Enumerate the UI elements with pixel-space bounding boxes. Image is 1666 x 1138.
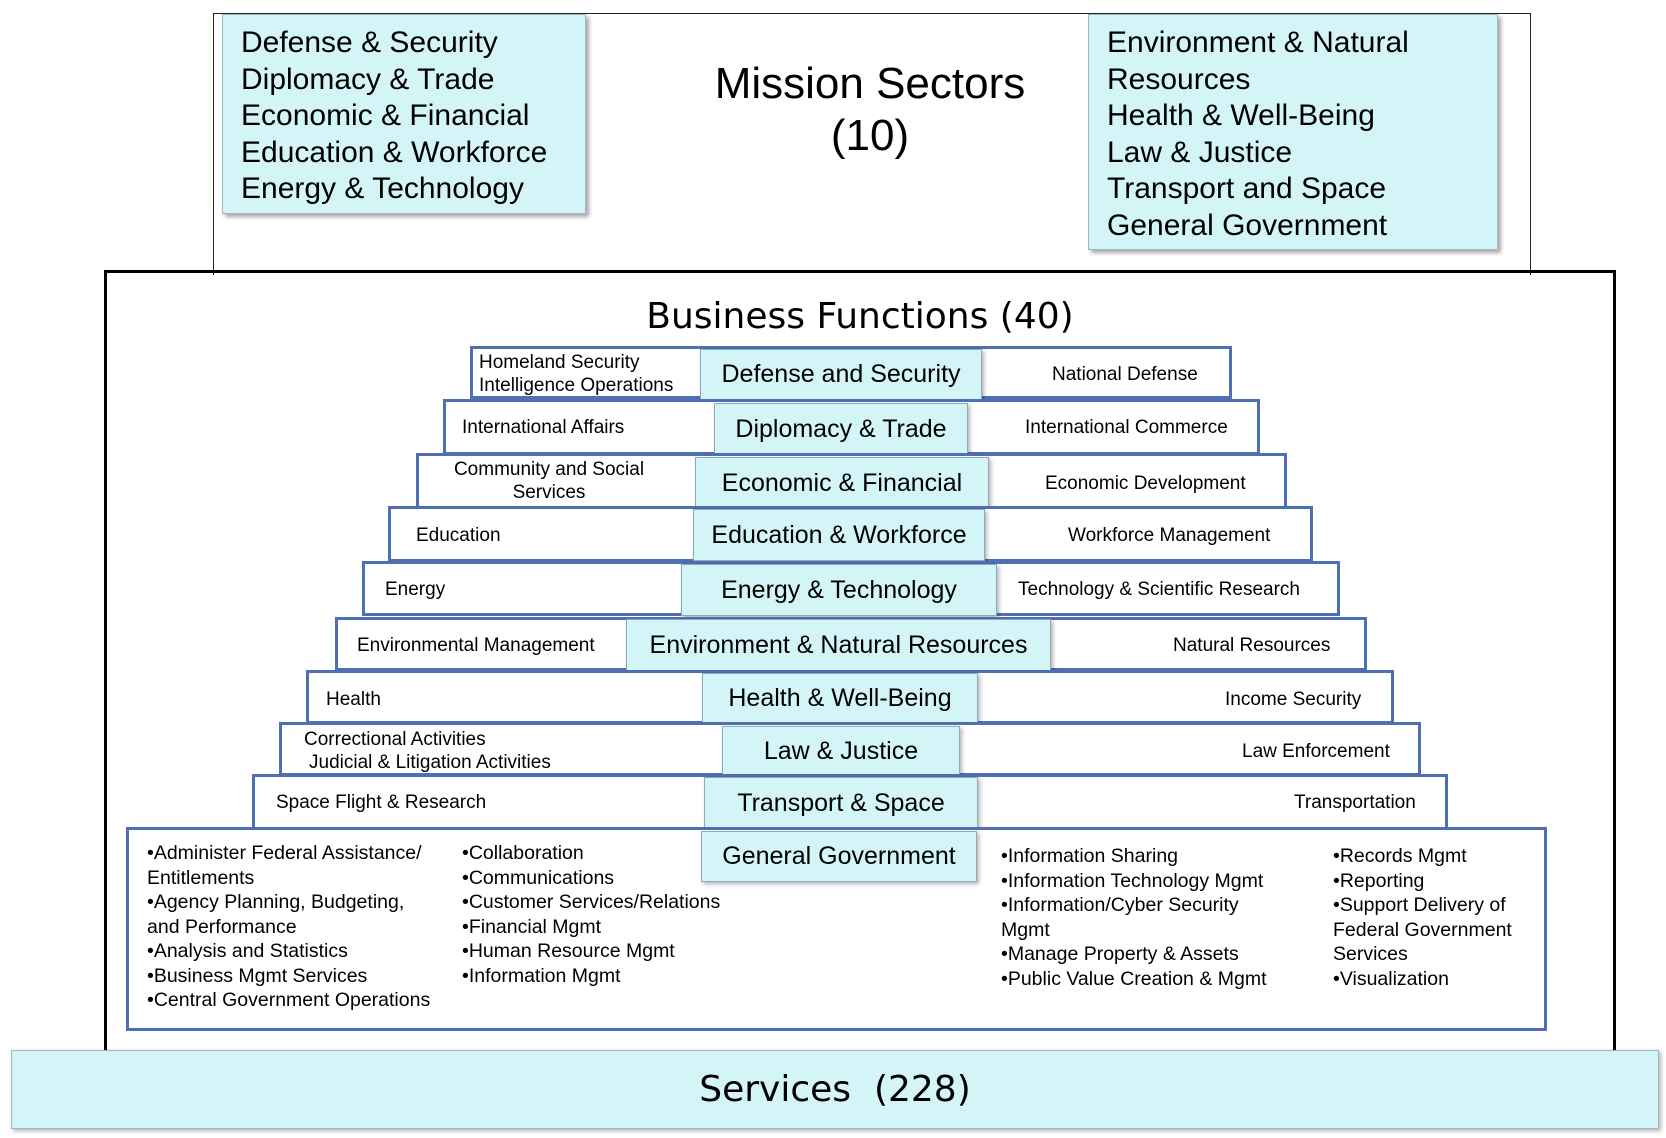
row-right-text: Income Security — [1225, 689, 1362, 710]
list-item: •Records Mgmt — [1333, 845, 1467, 867]
sector-item: Health & Well-Being — [1107, 99, 1375, 132]
sector-item: General Government — [1107, 208, 1388, 242]
row-right-text: Natural Resources — [1173, 635, 1331, 656]
list-item: •Collaboration — [462, 842, 584, 864]
row-right-text: Economic Development — [1045, 473, 1246, 494]
business-functions-title: Business Functions (40) — [646, 296, 1074, 337]
gg-column-1: •Administer Federal Assistance/ Entitlem… — [147, 841, 447, 1013]
list-item: •Human Resource Mgmt — [462, 940, 675, 962]
list-item: •Business Mgmt Services — [147, 964, 368, 987]
row-left-text: Health — [326, 689, 381, 710]
function-item: Intelligence Operations — [479, 375, 674, 396]
list-item: Entitlements — [147, 866, 255, 889]
gg-column-4: •Records Mgmt •Reporting •Support Delive… — [1333, 844, 1543, 991]
general-government-label: General Government — [701, 831, 977, 882]
function-item: Correctional Activities — [304, 729, 486, 750]
list-item: •Administer Federal Assistance/ — [147, 842, 422, 864]
row-left-text: Education — [416, 525, 501, 546]
row-left-text: Space Flight & Research — [276, 792, 487, 813]
row-left-text: Energy — [385, 579, 446, 600]
mission-count: (10) — [830, 111, 910, 160]
row-center-label: Environment & Natural Resources — [626, 619, 1051, 671]
list-item: •Public Value Creation & Mgmt — [1001, 967, 1267, 990]
list-item: •Manage Property & Assets — [1001, 943, 1239, 965]
row-left-text: Community and Social Services — [444, 458, 654, 504]
row-center-label: Law & Justice — [722, 726, 960, 777]
list-item: •Reporting — [1333, 869, 1425, 892]
list-item: •Visualization — [1333, 967, 1449, 990]
sector-item: Education & Workforce — [241, 135, 548, 169]
gg-column-2: •Collaboration •Communications •Customer… — [462, 841, 742, 988]
row-right-text: Law Enforcement — [1242, 741, 1390, 762]
list-item: •Communications — [462, 866, 615, 889]
sector-item: Law & Justice — [1107, 135, 1293, 169]
sector-item: Energy & Technology — [241, 172, 524, 205]
mission-sectors-frame — [213, 13, 1531, 275]
function-item: Judicial & Litigation Activities — [309, 752, 551, 773]
sector-item: Defense & Security — [241, 26, 498, 59]
row-center-label: Economic & Financial — [695, 457, 989, 509]
right-sectors-box: Environment & Natural Resources Health &… — [1088, 14, 1498, 250]
row-center-label: Health & Well-Being — [702, 673, 978, 724]
function-item: Services — [512, 482, 586, 503]
list-item: •Information Technology Mgmt — [1001, 869, 1264, 892]
sector-item: Economic & Financial — [241, 99, 530, 132]
function-item: Community and Social — [453, 459, 645, 480]
row-right-text: Workforce Management — [1068, 525, 1271, 546]
row-right-text: Technology & Scientific Research — [1018, 579, 1300, 600]
function-item: Homeland Security — [479, 352, 640, 373]
list-item: •Information Mgmt — [462, 964, 621, 987]
left-sectors-box: Defense & Security Diplomacy & Trade Eco… — [222, 14, 586, 214]
row-center-label: Diplomacy & Trade — [714, 403, 968, 455]
row-left-text: International Affairs — [462, 417, 625, 438]
list-item: •Financial Mgmt — [462, 915, 602, 938]
row-right-text: Transportation — [1294, 792, 1416, 813]
list-item: •Information Sharing — [1001, 845, 1179, 867]
gg-column-3: •Information Sharing •Information Techno… — [1001, 844, 1301, 991]
sector-item: Transport and Space — [1107, 172, 1387, 205]
list-item: •Analysis and Statistics — [147, 940, 348, 962]
row-left-text: Environmental Management — [357, 635, 595, 656]
mission-sectors-title: Mission Sectors (10) — [620, 58, 1120, 162]
list-item: •Central Government Operations — [147, 989, 431, 1011]
list-item: •Agency Planning, Budgeting, — [147, 891, 405, 913]
row-center-label: Defense and Security — [700, 349, 982, 400]
row-left-text: Correctional Activities Judicial & Litig… — [304, 728, 551, 774]
list-item: •Information/Cyber Security — [1001, 894, 1239, 916]
row-left-text: Homeland Security Intelligence Operation… — [479, 351, 673, 397]
list-item: Services — [1333, 943, 1408, 965]
row-right-text: National Defense — [1052, 364, 1198, 385]
row-center-label: Transport & Space — [704, 777, 978, 830]
sector-item: Resources — [1107, 62, 1251, 96]
list-item: Federal Government — [1333, 918, 1512, 941]
list-item: •Support Delivery of — [1333, 894, 1506, 916]
sector-item: Environment & Natural — [1107, 26, 1409, 59]
row-center-label: Energy & Technology — [681, 564, 997, 616]
row-center-label: Education & Workforce — [693, 509, 985, 561]
pyramid-row-general-government — [126, 827, 1547, 1031]
list-item: and Performance — [147, 915, 297, 938]
mission-title-text: Mission Sectors — [714, 59, 1026, 108]
services-bar: Services (228) — [11, 1050, 1659, 1129]
sector-item: Diplomacy & Trade — [241, 62, 495, 96]
list-item: Mgmt — [1001, 918, 1050, 941]
list-item: •Customer Services/Relations — [462, 891, 721, 913]
row-right-text: International Commerce — [1025, 417, 1228, 438]
